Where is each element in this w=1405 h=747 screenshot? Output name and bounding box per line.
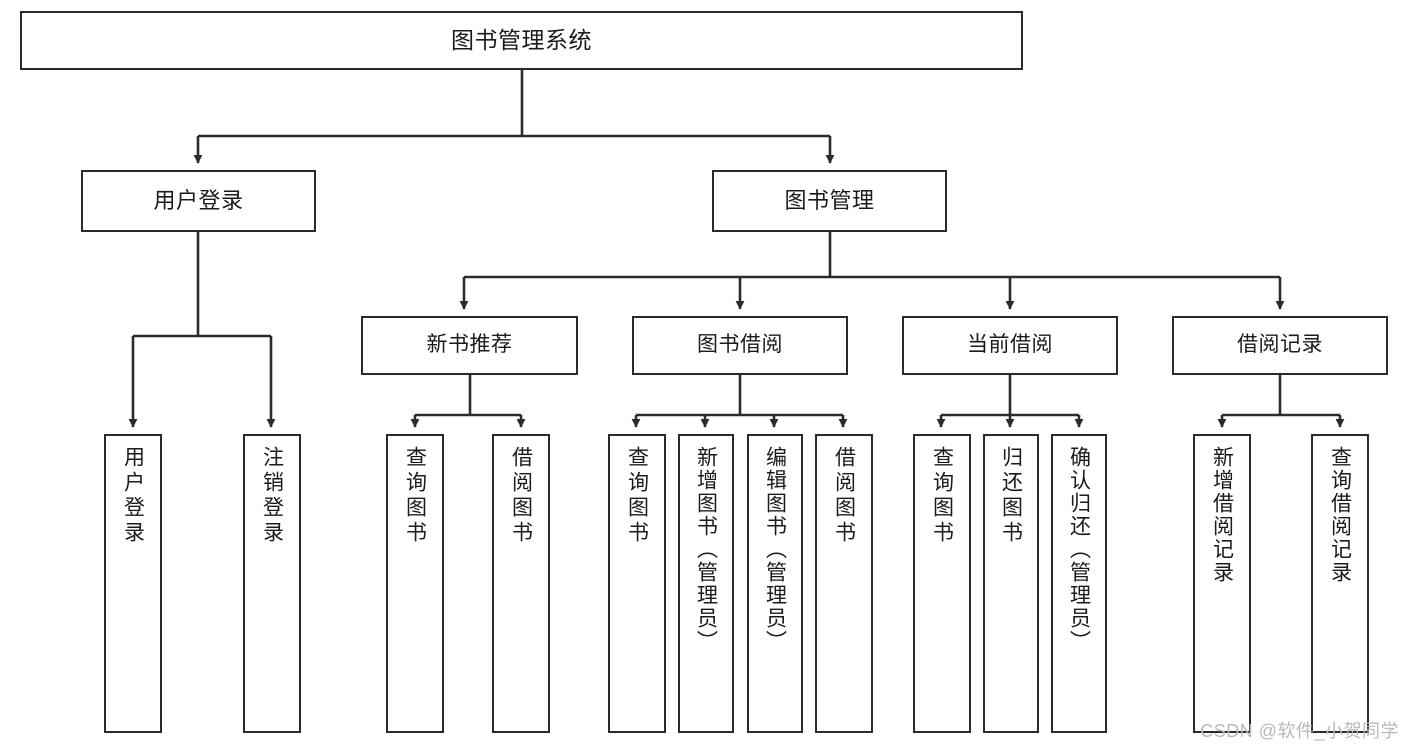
- node-label: 注销登录: [260, 446, 284, 546]
- node-label: 借阅图书: [832, 446, 856, 546]
- leaf-borrow-record-add-record[interactable]: 新增借阅记录: [1193, 434, 1251, 733]
- leaf-current-borrow-query-book[interactable]: 查询图书: [913, 434, 971, 733]
- node-current-borrow[interactable]: 当前借阅: [902, 316, 1118, 375]
- node-label: 新书推荐: [426, 333, 513, 357]
- leaf-book-borrow-query-book[interactable]: 查询图书: [608, 434, 666, 733]
- node-label: 当前借阅: [967, 333, 1053, 357]
- node-label: 编辑图书（管理员）: [763, 446, 787, 653]
- leaf-user-login-logout[interactable]: 注销登录: [243, 434, 301, 733]
- leaf-book-borrow-add-book-admin[interactable]: 新增图书（管理员）: [678, 434, 734, 733]
- leaf-new-book-borrow-book[interactable]: 借阅图书: [492, 434, 550, 733]
- leaf-current-borrow-confirm-return-admin[interactable]: 确认归还（管理员）: [1051, 434, 1107, 733]
- node-user-login[interactable]: 用户登录: [81, 170, 316, 232]
- node-label: 归还图书: [999, 446, 1023, 546]
- node-new-book-recommend[interactable]: 新书推荐: [361, 316, 578, 375]
- node-label: 图书管理: [784, 188, 875, 214]
- node-label: 查询图书: [625, 446, 649, 546]
- node-borrow-record[interactable]: 借阅记录: [1172, 316, 1388, 375]
- node-label: 确认归还（管理员）: [1067, 446, 1091, 653]
- leaf-borrow-record-query-record[interactable]: 查询借阅记录: [1311, 434, 1369, 733]
- node-label: 查询图书: [403, 446, 427, 546]
- leaf-user-login-login[interactable]: 用户登录: [104, 434, 162, 733]
- node-label: 图书管理系统: [451, 27, 592, 54]
- leaf-current-borrow-return-book[interactable]: 归还图书: [983, 434, 1039, 733]
- node-label: 图书借阅: [697, 333, 783, 357]
- node-label: 用户登录: [121, 446, 145, 546]
- node-label: 用户登录: [153, 188, 244, 214]
- node-label: 查询借阅记录: [1328, 446, 1352, 584]
- node-book-borrow[interactable]: 图书借阅: [632, 316, 848, 375]
- leaf-new-book-query-book[interactable]: 查询图书: [386, 434, 444, 733]
- node-book-management[interactable]: 图书管理: [712, 170, 947, 232]
- node-label: 新增借阅记录: [1210, 446, 1234, 584]
- csdn-watermark: CSDN @软件_小贺同学: [1200, 721, 1399, 741]
- node-label: 借阅记录: [1237, 333, 1323, 357]
- leaf-book-borrow-edit-book-admin[interactable]: 编辑图书（管理员）: [747, 434, 803, 733]
- node-label: 借阅图书: [509, 446, 533, 546]
- node-label: 新增图书（管理员）: [694, 446, 718, 653]
- leaf-book-borrow-borrow-book[interactable]: 借阅图书: [815, 434, 873, 733]
- node-label: 查询图书: [930, 446, 954, 546]
- node-root-book-management-system[interactable]: 图书管理系统: [20, 11, 1023, 70]
